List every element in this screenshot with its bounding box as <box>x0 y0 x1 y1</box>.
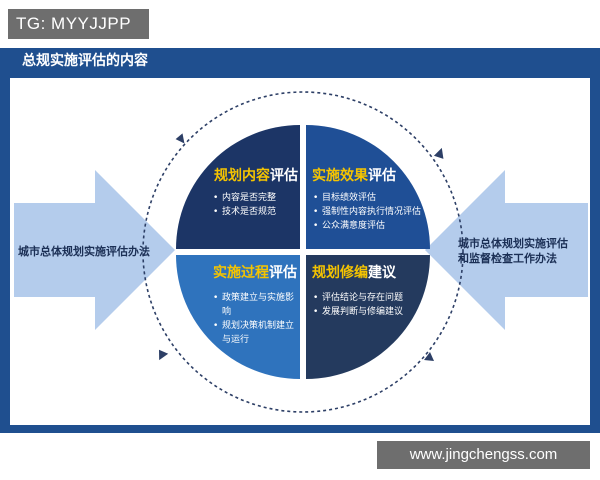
cycle-arrowhead-bottom-right <box>424 352 434 361</box>
list-item: 技术是否规范 <box>213 205 276 219</box>
cycle-arrowhead-top-right <box>433 147 444 159</box>
dashed-cycle-ring <box>142 91 464 413</box>
list-item: 内容是否完整 <box>213 191 276 205</box>
cycle-arrowhead-top-left <box>175 133 185 144</box>
list-item: 强制性内容执行情况评估 <box>313 205 421 219</box>
quadrant-items-process: 政策建立与实施影响 规划决策机制建立与运行 <box>213 291 299 347</box>
title-rest: 评估 <box>368 168 396 184</box>
right-arrow-label: 城市总体规划实施评估 和监督检查工作办法 <box>458 236 568 266</box>
list-item: 发展判断与修编建议 <box>313 305 403 319</box>
list-item: 公众满意度评估 <box>313 219 421 233</box>
title-highlight: 规划修编 <box>312 265 368 281</box>
left-arrow-label: 城市总体规划实施评估办法 <box>18 245 150 258</box>
left-input-arrow <box>14 170 175 330</box>
quadrant-items-effect: 目标绩效评估 强制性内容执行情况评估 公众满意度评估 <box>313 191 421 233</box>
title-rest: 评估 <box>269 265 297 281</box>
title-highlight: 实施过程 <box>213 265 269 281</box>
cycle-arrowhead-bottom-left <box>159 349 169 361</box>
list-item: 规划决策机制建立与运行 <box>213 319 299 347</box>
quadrant-title-content: 规划内容评估 <box>214 165 298 185</box>
list-item: 评估结论与存在问题 <box>313 291 403 305</box>
title-rest: 建议 <box>368 265 396 281</box>
right-arrow-label-line2: 和监督检查工作办法 <box>458 252 557 265</box>
list-item: 政策建立与实施影响 <box>213 291 299 319</box>
tg-badge: TG: MYYJJPP <box>8 9 149 39</box>
quadrant-items-content: 内容是否完整 技术是否规范 <box>213 191 276 219</box>
page-title: 总规实施评估的内容 <box>22 53 148 69</box>
quadrant-items-revision: 评估结论与存在问题 发展判断与修编建议 <box>313 291 403 319</box>
right-arrow-label-line1: 城市总体规划实施评估 <box>458 237 568 250</box>
quadrant-title-effect: 实施效果评估 <box>312 165 396 185</box>
right-input-arrow <box>425 170 588 330</box>
list-item: 目标绩效评估 <box>313 191 421 205</box>
title-rest: 评估 <box>270 168 298 184</box>
watermark: www.jingchengss.com <box>377 441 590 469</box>
quadrant-title-revision: 规划修编建议 <box>312 262 396 282</box>
title-highlight: 实施效果 <box>312 168 368 184</box>
title-highlight: 规划内容 <box>214 168 270 184</box>
quadrant-top-left <box>176 125 300 249</box>
quadrant-title-process: 实施过程评估 <box>213 262 297 282</box>
